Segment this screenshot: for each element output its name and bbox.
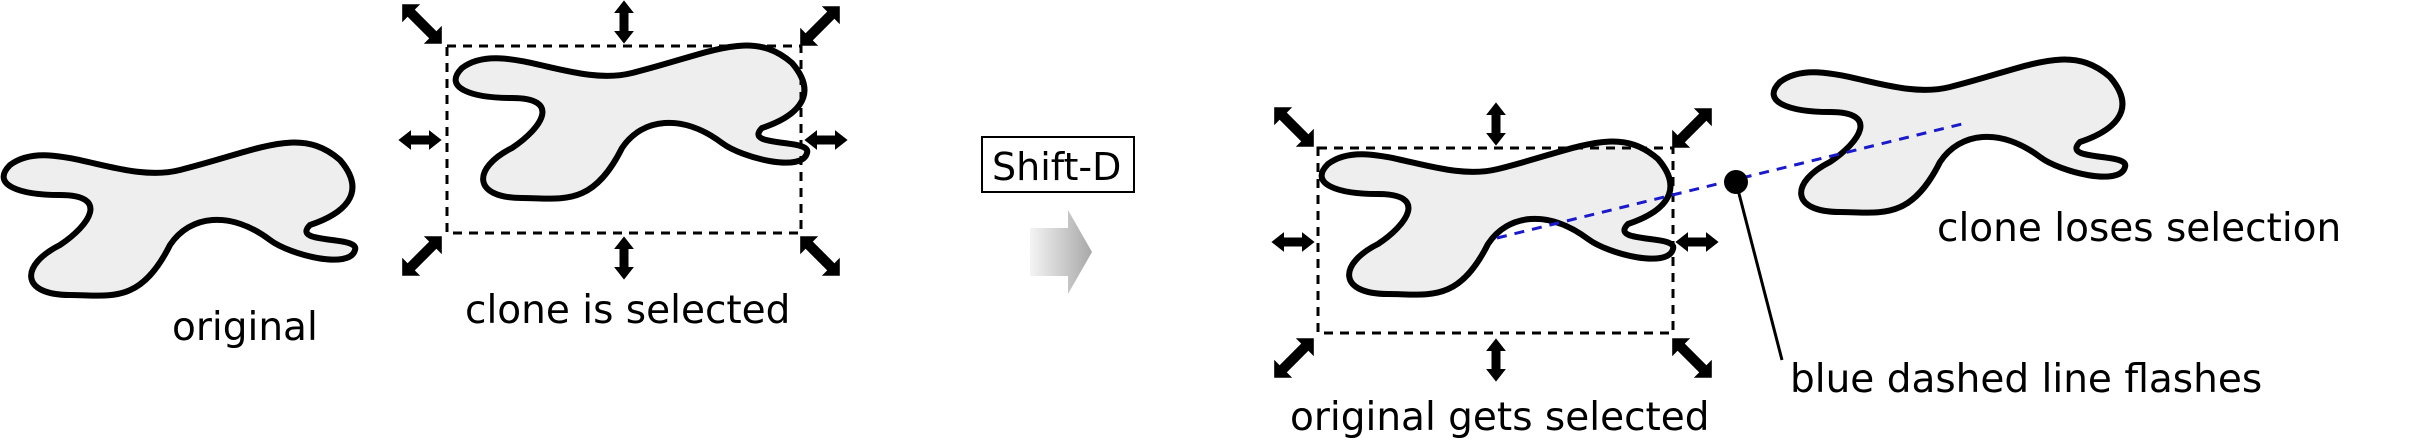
horizontal-double-arrow-icon: [398, 130, 442, 150]
clone-loses-label: clone loses selection: [1937, 206, 2341, 251]
vertical-double-arrow-icon: [614, 0, 634, 44]
horizontal-double-arrow-icon: [804, 130, 848, 150]
vertical-double-arrow-icon: [1486, 338, 1506, 382]
original-selected-label: original gets selected: [1290, 395, 1710, 440]
diagonal-double-arrow-icon: [1672, 338, 1712, 378]
blob-path: [4, 142, 356, 295]
clone-shape-deselected: [1774, 59, 2126, 212]
blob-path: [456, 45, 808, 198]
horizontal-double-arrow-icon: [1271, 232, 1315, 252]
shortcut-box: [981, 136, 1135, 193]
diagonal-double-arrow-icon: [1672, 108, 1712, 148]
diagonal-double-arrow-icon: [402, 236, 442, 276]
diagonal-double-arrow-icon: [1274, 338, 1314, 378]
callout-dot: [1724, 170, 1748, 194]
clone-shape-selected: [456, 45, 808, 198]
gradient-right-arrow-icon: [1030, 210, 1092, 294]
vertical-double-arrow-icon: [614, 236, 634, 280]
blob-path: [1322, 141, 1674, 294]
diagonal-double-arrow-icon: [800, 236, 840, 276]
shortcut-label: Shift-D: [992, 145, 1121, 189]
dashed-line-label: blue dashed line flashes: [1790, 357, 2262, 402]
selection-box-original: [1316, 146, 1675, 335]
shortcut-key: Shift-D: [981, 136, 1135, 193]
diagonal-double-arrow-icon: [1274, 107, 1314, 147]
diagonal-double-arrow-icon: [402, 4, 442, 44]
horizontal-double-arrow-icon: [1675, 232, 1719, 252]
diagonal-double-arrow-icon: [800, 6, 840, 46]
blob-path: [1774, 59, 2126, 212]
original-label: original: [172, 305, 318, 350]
vertical-double-arrow-icon: [1486, 102, 1506, 146]
original-shape: [4, 142, 356, 295]
original-shape-selected: [1322, 141, 1674, 294]
clone-selected-label: clone is selected: [465, 288, 790, 333]
selection-box-clone: [445, 44, 803, 235]
callout-leader-line: [1734, 181, 1784, 361]
